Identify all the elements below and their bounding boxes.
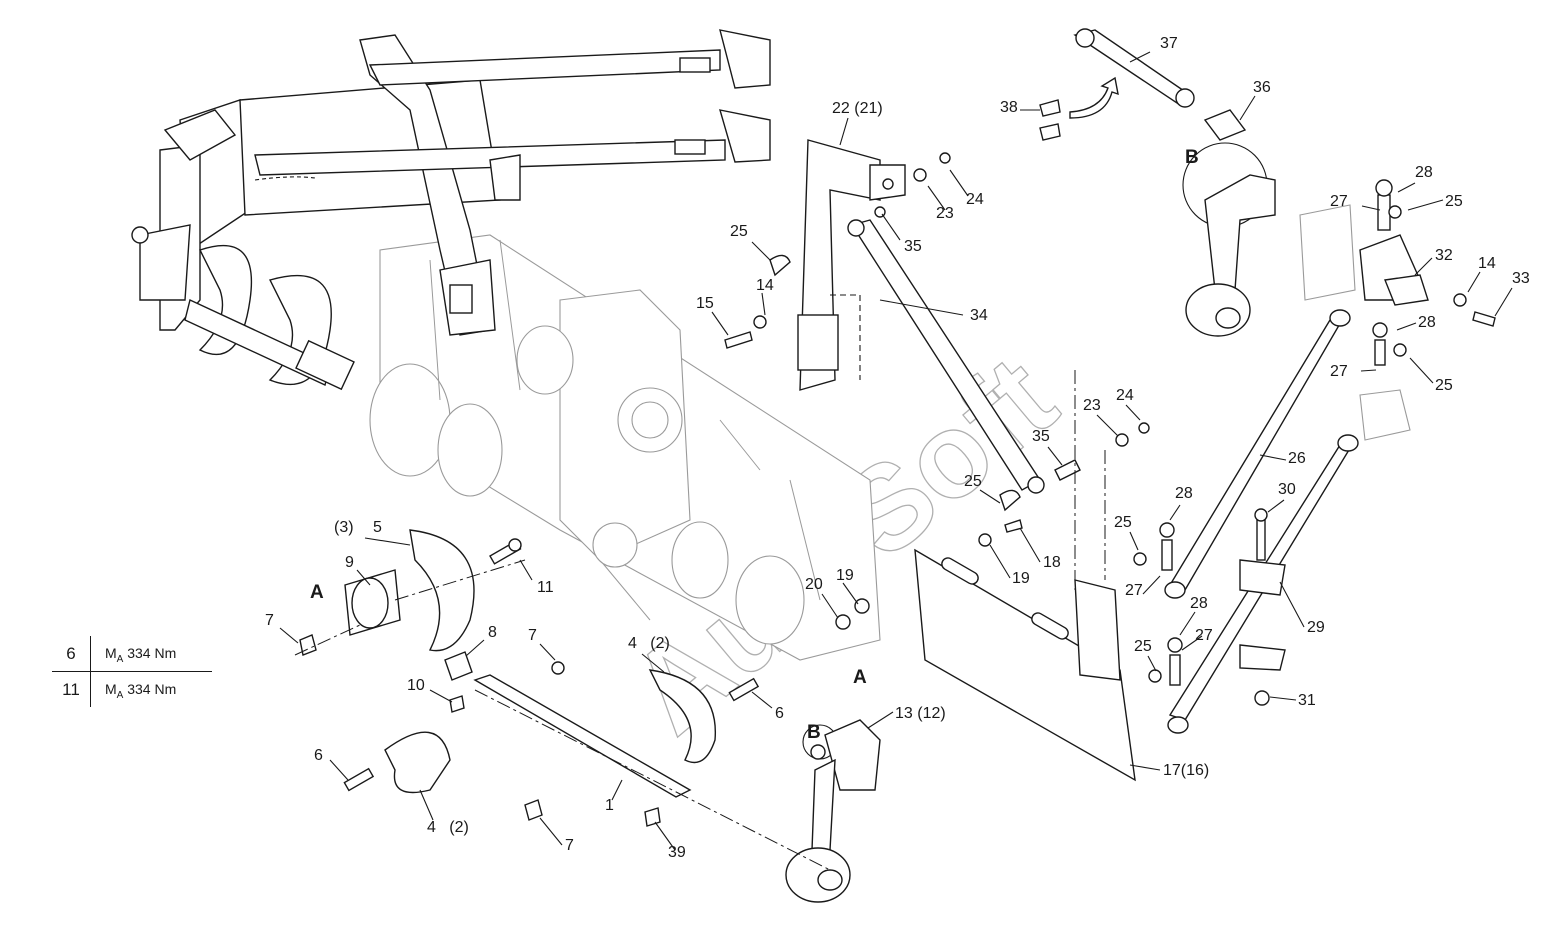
callout-9: 9: [345, 554, 354, 571]
callout-25: 25: [964, 473, 982, 490]
detail-view-b: [1182, 109, 1276, 337]
torque-subscript: A: [116, 689, 124, 701]
callout-7: 7: [528, 627, 537, 644]
callout-1: 1: [605, 797, 614, 814]
torque-part-number: 11: [52, 672, 91, 707]
callout-7: 7: [265, 612, 274, 629]
callout-7: 7: [565, 837, 574, 854]
callout-26: 26: [1288, 450, 1306, 467]
callout-33: 33: [1512, 270, 1530, 287]
leader-lines: [279, 51, 1513, 851]
torque-row: 6 MA 334 Nm: [52, 636, 212, 672]
view-marker-a: A: [853, 667, 867, 688]
callout-15: 15: [696, 295, 714, 312]
callout-27: 27: [1330, 363, 1348, 380]
callout-5: 5: [373, 519, 382, 536]
strut-34: [847, 219, 1081, 494]
callout-37: 37: [1160, 35, 1178, 52]
callout-27: 27: [1125, 582, 1143, 599]
hose-37: [1039, 28, 1195, 141]
callout-22: 22 (21): [832, 100, 883, 117]
callout-19: 19: [836, 567, 854, 584]
callout-28: 28: [1418, 314, 1436, 331]
view-marker-b: B: [807, 722, 821, 743]
torque-row: 11 MA 334 Nm: [52, 672, 212, 707]
callout-28: 28: [1190, 595, 1208, 612]
torque-value-cell: MA 334 Nm: [91, 672, 176, 707]
callout-6: 6: [775, 705, 784, 722]
callout-3: (3): [334, 519, 354, 536]
bracket-13: [785, 719, 881, 903]
torque-value: 334 Nm: [127, 645, 177, 661]
callout-34: 34: [970, 307, 988, 324]
callout-labels: 37 36 38 22 (21) 24 23 35 25 14 15 34 28…: [265, 35, 1530, 861]
hardware-pins: [724, 152, 1407, 686]
torque-subscript: A: [116, 653, 124, 665]
torque-symbol: M: [105, 645, 117, 661]
callout-25: 25: [730, 223, 748, 240]
callout-10: 10: [407, 677, 425, 694]
torque-part-number: 6: [52, 636, 91, 671]
tie-rods: [1164, 309, 1411, 734]
chassis-background: [369, 234, 881, 661]
callout-11: 11: [537, 579, 554, 596]
callout-28: 28: [1175, 485, 1193, 502]
callout-20: 20: [805, 576, 823, 593]
callout-25: 25: [1114, 514, 1132, 531]
torque-spec-table: 6 MA 334 Nm 11 MA 334 Nm: [52, 636, 212, 707]
torque-value-cell: MA 334 Nm: [91, 636, 176, 671]
callout-4: 4 (2): [427, 819, 469, 836]
callout-35: 35: [1032, 428, 1050, 445]
callout-6: 6: [314, 747, 323, 764]
callout-25: 25: [1435, 377, 1453, 394]
callout-17: 17(16): [1163, 762, 1209, 779]
callout-29: 29: [1307, 619, 1325, 636]
callout-25: 25: [1134, 638, 1152, 655]
callout-19: 19: [1012, 570, 1030, 587]
view-marker-a: A: [310, 582, 324, 603]
callout-32: 32: [1435, 247, 1453, 264]
callout-14: 14: [1478, 255, 1496, 272]
upper-frame-assembly: [131, 29, 771, 391]
plate-17: [914, 370, 1136, 782]
callout-30: 30: [1278, 481, 1296, 498]
callout-35: 35: [904, 238, 922, 255]
callout-27: 27: [1195, 627, 1213, 644]
callout-24: 24: [1116, 387, 1134, 404]
support-column-22: [797, 139, 906, 391]
view-marker-b: B: [1185, 147, 1199, 168]
callout-38: 38: [1000, 99, 1018, 116]
callout-24: 24: [966, 191, 984, 208]
callout-36: 36: [1253, 79, 1271, 96]
callout-13: 13 (12): [895, 705, 946, 722]
callout-39: 39: [668, 844, 686, 861]
callout-8: 8: [488, 624, 497, 641]
callout-28: 28: [1415, 164, 1433, 181]
torque-value: 334 Nm: [127, 681, 177, 697]
torque-symbol: M: [105, 681, 117, 697]
callout-18: 18: [1043, 554, 1061, 571]
callout-31: 31: [1298, 692, 1316, 709]
callout-14: 14: [756, 277, 774, 294]
bracket-32: [1299, 179, 1496, 327]
callout-23: 23: [936, 205, 954, 222]
callout-23: 23: [1083, 397, 1101, 414]
hub-assembly-a: [294, 529, 831, 871]
callout-4: 4 (2): [628, 635, 670, 652]
callout-27: 27: [1330, 193, 1348, 210]
callout-25: 25: [1445, 193, 1463, 210]
